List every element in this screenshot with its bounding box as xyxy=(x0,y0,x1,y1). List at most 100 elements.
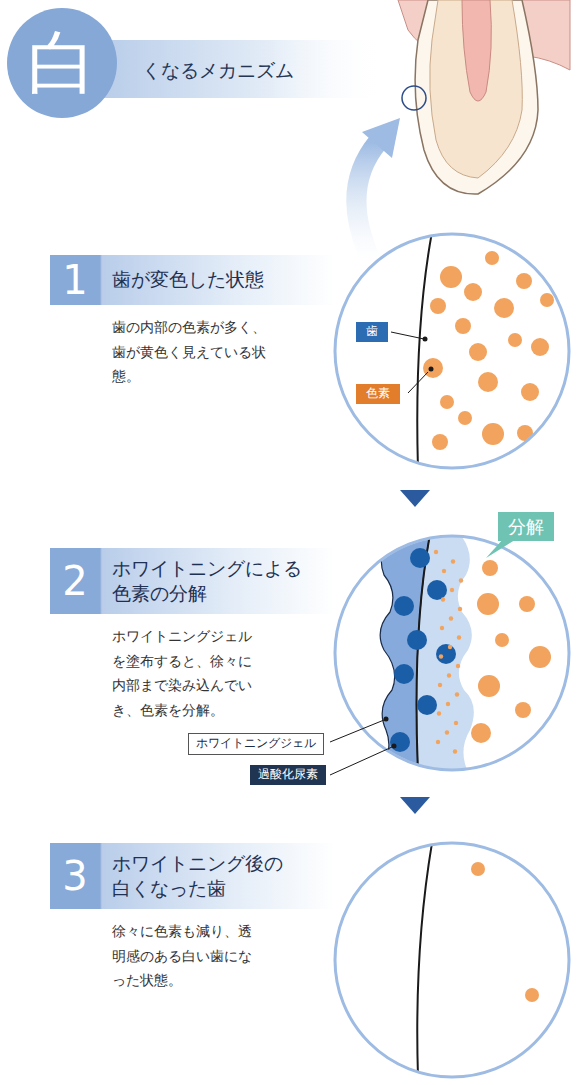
step-heading: ホワイトニング後の白くなった歯 xyxy=(112,851,294,901)
pigment-dot xyxy=(439,654,443,658)
label-text: 歯 xyxy=(366,324,378,338)
magnified-circle xyxy=(335,234,569,468)
pigment-dot xyxy=(459,578,463,582)
step-description: ホワイトニングジェルを塗布すると、徐々に内部まで染み込んでいき、色素を分解。 xyxy=(112,624,256,722)
leader-dot xyxy=(384,717,389,722)
pigment-dot xyxy=(436,740,440,744)
pigment-dot xyxy=(390,732,410,752)
step-description: 歯の内部の色素が多く、歯が黄色く見えている状態。 xyxy=(112,315,270,389)
pigment-dot xyxy=(529,646,551,668)
pigment-dot xyxy=(407,630,427,650)
leader-line xyxy=(408,372,428,393)
label-box: 過酸化尿素 xyxy=(250,765,326,785)
pigment-dot xyxy=(434,550,438,554)
down-arrow xyxy=(400,490,430,507)
pigment-dot xyxy=(440,626,444,630)
pigment-dot xyxy=(394,664,414,684)
step-heading: 歯が変色した状態 xyxy=(112,267,264,292)
pigment-dot xyxy=(445,730,449,734)
pigment-dot xyxy=(446,702,450,706)
pigment-dot xyxy=(437,711,441,715)
magnified-view-3 xyxy=(330,840,580,1085)
pigment-dot xyxy=(531,338,549,356)
pigment-dot xyxy=(436,644,456,664)
magnified-circle xyxy=(335,843,569,1077)
label-text: 色素 xyxy=(366,386,390,400)
label-box: 歯 xyxy=(356,322,388,342)
title-text: くなるメカニズム xyxy=(142,58,294,84)
step-band: 3ホワイトニング後の白くなった歯徐々に色素も減り、透明感のある白い歯になった状態… xyxy=(50,843,335,909)
pigment-dot xyxy=(423,358,443,378)
pigment-dot xyxy=(515,702,531,718)
pigment-dot xyxy=(477,593,499,615)
magnified-view-1 xyxy=(330,230,580,480)
pigment-dot xyxy=(478,675,500,697)
magnified-view-2 xyxy=(330,530,580,780)
label-text: 分解 xyxy=(508,516,544,537)
pigment-dot xyxy=(417,695,437,715)
leader-line xyxy=(391,332,424,339)
pigment-dot xyxy=(457,635,461,639)
pigment-dot xyxy=(441,597,445,601)
pigment-dot xyxy=(430,298,446,314)
step-band: 1歯が変色した状態歯の内部の色素が多く、歯が黄色く見えている状態。 xyxy=(50,255,335,305)
pigment-dot xyxy=(456,664,460,668)
pigment-dot xyxy=(458,607,462,611)
step-band: 2ホワイトニングによる色素の分解ホワイトニングジェルを塗布すると、徐々に内部まで… xyxy=(50,548,335,614)
pigment-dot xyxy=(485,251,499,265)
step-heading: ホワイトニングによる色素の分解 xyxy=(112,556,308,606)
label-box: 色素 xyxy=(356,384,400,404)
pigment-dot xyxy=(449,616,453,620)
pigment-dot xyxy=(516,273,532,289)
pigment-dot xyxy=(450,588,454,592)
down-arrow xyxy=(400,797,430,814)
pigment-dot xyxy=(478,372,498,392)
pigment-dot xyxy=(464,283,482,301)
pigment-dot xyxy=(442,569,446,573)
pigment-dot xyxy=(508,333,522,347)
pigment-dot xyxy=(410,548,430,568)
pigment-dot xyxy=(438,683,442,687)
leader-line xyxy=(330,747,392,775)
pigment-dot xyxy=(471,723,491,743)
title-circle: 白 xyxy=(7,8,117,118)
step-description: 徐々に色素も減り、透明感のある白い歯になった状態。 xyxy=(112,919,256,993)
title-band xyxy=(95,40,385,98)
step-number: 1 xyxy=(50,260,100,300)
pigment-dot xyxy=(482,560,498,576)
leader-line xyxy=(330,720,384,742)
callout-tag: 分解 xyxy=(498,512,554,541)
leader-dot xyxy=(429,367,434,372)
label-text: 過酸化尿素 xyxy=(258,767,318,781)
pigment-dot xyxy=(440,266,462,288)
leader-dot xyxy=(392,744,397,749)
pigment-dot xyxy=(427,580,447,600)
step-number: 3 xyxy=(50,856,100,896)
pigment-dot xyxy=(482,423,504,445)
tooth-illustration xyxy=(398,0,570,194)
pigment-dot xyxy=(455,692,459,696)
title-character: 白 xyxy=(27,28,97,98)
leader-dot xyxy=(423,337,428,342)
pigment-dot xyxy=(458,411,472,425)
pigment-dot xyxy=(494,298,514,318)
pigment-dot xyxy=(447,673,451,677)
pigment-dot xyxy=(440,395,454,409)
pigment-dot xyxy=(540,293,554,307)
pigment-dot xyxy=(521,383,539,401)
pigment-dot xyxy=(394,596,414,616)
pigment-dot xyxy=(454,721,458,725)
pigment-dot xyxy=(451,559,455,563)
pigment-dot xyxy=(519,596,535,612)
zoom-arrow xyxy=(356,118,400,262)
pigment-dot xyxy=(455,318,471,334)
step-number: 2 xyxy=(50,561,100,601)
pigment-dot xyxy=(495,633,509,647)
pigment-dot xyxy=(432,434,448,450)
label-box: ホワイトニングジェル xyxy=(188,733,324,755)
pigment-dot xyxy=(469,343,487,361)
magnified-circle xyxy=(335,536,569,770)
pigment-dot xyxy=(448,645,452,649)
label-text: ホワイトニングジェル xyxy=(196,736,316,750)
